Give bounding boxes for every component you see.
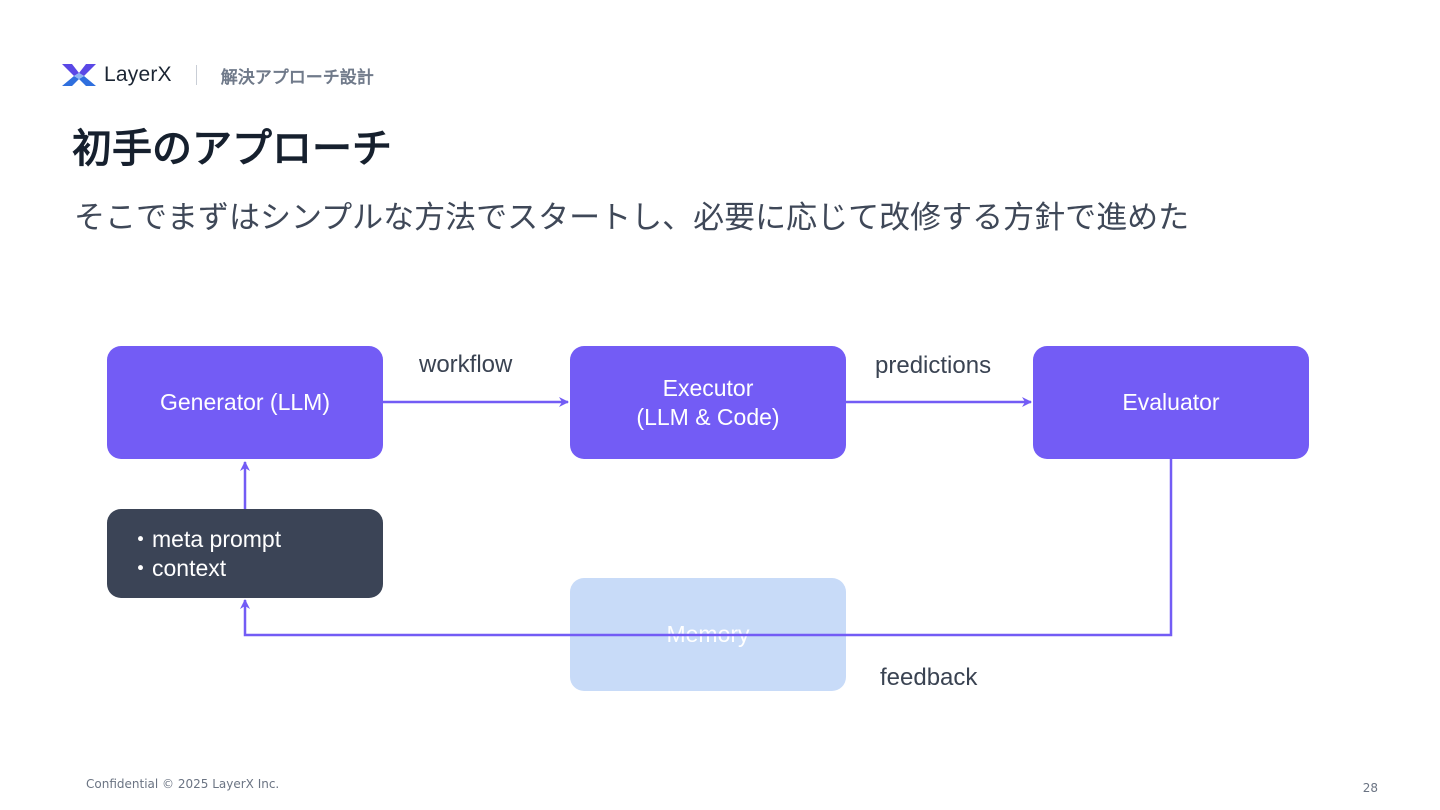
executor-label: Executor (LLM & Code): [636, 374, 779, 432]
page-number: 28: [1362, 781, 1378, 795]
header-divider: [195, 65, 197, 85]
workflow-edge-label: workflow: [419, 351, 513, 378]
inputs-node: ・meta prompt ・context: [107, 509, 383, 598]
evaluator-label: Evaluator: [1122, 389, 1220, 415]
inputs-list: ・meta prompt ・context: [129, 525, 281, 583]
predictions-edge-label: predictions: [875, 352, 992, 379]
page-subtitle: そこでまずはシンプルな方法でスタートし、必要に応じて改修する方針で進めた: [74, 200, 1190, 236]
generator-label: Generator (LLM): [159, 389, 330, 415]
memory-node: Memory: [570, 578, 846, 691]
generator-node: Generator (LLM): [107, 346, 383, 459]
slide-header: LayerX 解決アプローチ設計: [62, 60, 374, 90]
evaluator-node: Evaluator: [1033, 346, 1309, 459]
executor-label-line1: Executor: [662, 374, 754, 401]
memory-label: Memory: [666, 621, 750, 647]
section-name: 解決アプローチ設計: [220, 67, 374, 88]
brand-name: LayerX: [104, 63, 172, 86]
page-title: 初手のアプローチ: [72, 126, 392, 172]
confidential-notice: Confidential © 2025 LayerX Inc.: [86, 777, 280, 791]
executor-node: Executor (LLM & Code): [570, 346, 846, 459]
feedback-edge-label: feedback: [880, 664, 978, 691]
inputs-item-meta-prompt: ・meta prompt: [129, 525, 282, 552]
executor-label-line2: (LLM & Code): [636, 403, 780, 430]
layerx-logo-icon: [62, 64, 96, 86]
brand-logo: LayerX: [62, 60, 172, 90]
inputs-item-context: ・context: [129, 554, 227, 581]
